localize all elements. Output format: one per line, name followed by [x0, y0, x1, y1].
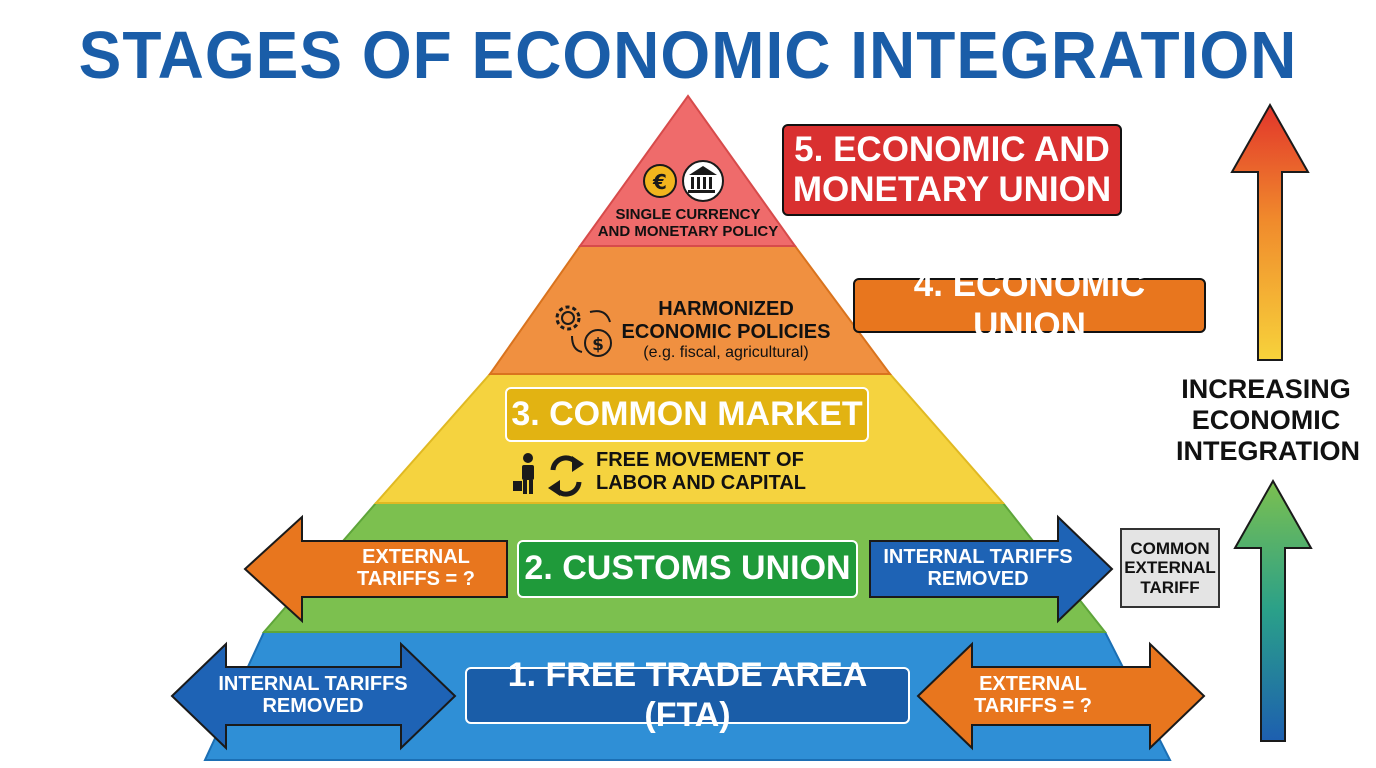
side-label-line2: ECONOMIC [1191, 405, 1341, 436]
right-arrow-internal-tariffs-s2 [869, 514, 1114, 624]
stage-1-right-arrow-line2: TARIFFS = ? [974, 695, 1092, 717]
side-label-line3: INTEGRATION [1176, 436, 1360, 467]
stage-3-desc-line2: LABOR AND CAPITAL [596, 472, 806, 494]
stage-5-desc-line1: SINGLE CURRENCY [615, 206, 761, 223]
common-tariff-line1: COMMON [1130, 538, 1210, 558]
bank-icon [682, 160, 724, 202]
stage-5-label-line1: 5. ECONOMIC AND [794, 129, 1110, 169]
stage-2-right-arrow-line1: INTERNAL TARIFFS [883, 546, 1073, 568]
stage-3-desc-line1: FREE MOVEMENT OF [596, 449, 804, 471]
stage-2-label-text: 2. CUSTOMS UNION [524, 549, 851, 588]
common-tariff-line3: TARIFF [1140, 577, 1200, 597]
stage-4-desc-line1: HARMONIZED [658, 298, 794, 320]
gear-icon [555, 305, 581, 331]
stage-4-desc-line2: ECONOMIC POLICIES [621, 321, 831, 343]
increasing-integration-label: INCREASING ECONOMIC INTEGRATION [1176, 374, 1360, 467]
stage-5-label: 5. ECONOMIC AND MONETARY UNION [782, 124, 1122, 216]
svg-text:€: € [652, 170, 667, 194]
stage-5-label-line2: MONETARY UNION [792, 170, 1112, 209]
side-label-line1: INCREASING [1181, 374, 1351, 404]
stage-2-left-arrow-line2: TARIFFS = ? [357, 568, 475, 590]
up-arrow-lower-gradient [1233, 478, 1313, 742]
stage-2-label: 2. CUSTOMS UNION [517, 540, 858, 598]
common-external-tariff-box: COMMON EXTERNAL TARIFF [1120, 528, 1220, 608]
exchange-arrows-icon [548, 455, 584, 497]
stage-2-right-arrow-text: INTERNAL TARIFFS REMOVED [874, 546, 1082, 590]
page-title: STAGES OF ECONOMIC INTEGRATION [78, 17, 1298, 93]
stage-4-description: HARMONIZED ECONOMIC POLICIES (e.g. fisca… [618, 298, 834, 362]
stage-1-left-arrow-line1: INTERNAL TARIFFS [218, 673, 408, 695]
stage-3-description: FREE MOVEMENT OF LABOR AND CAPITAL [596, 449, 818, 495]
stage-4-desc-line3: (e.g. fiscal, agricultural) [643, 344, 809, 361]
worker-icon [513, 453, 534, 494]
stage-1-right-arrow-line1: EXTERNAL [979, 673, 1087, 695]
stage-1-label: 1. FREE TRADE AREA (FTA) [465, 656, 910, 734]
common-tariff-line2: EXTERNAL [1124, 558, 1216, 578]
euro-coin-icon: € [643, 164, 677, 198]
double-arrow-internal-tariffs-s1 [170, 641, 457, 751]
stage-3-label-text: 3. COMMON MARKET [511, 394, 863, 433]
stage-1-left-arrow-text: INTERNAL TARIFFS REMOVED [200, 673, 426, 717]
stage-1-right-arrow-text: EXTERNAL TARIFFS = ? [958, 673, 1108, 717]
dollar-cycle-icon: $ [571, 310, 612, 357]
stage-4-label-text: 4. ECONOMIC UNION [913, 265, 1146, 345]
stage-4-label: 4. ECONOMIC UNION [853, 265, 1206, 345]
left-arrow-external-tariffs-s2 [243, 514, 508, 624]
stage-2-left-arrow-line1: EXTERNAL [362, 546, 470, 568]
svg-text:$: $ [592, 335, 604, 355]
double-arrow-external-tariffs-s1 [916, 641, 1206, 751]
stage-5-desc-line2: AND MONETARY POLICY [597, 223, 779, 241]
stage-5-description: SINGLE CURRENCY AND MONETARY POLICY [590, 206, 786, 241]
stage-2-right-arrow-line2: REMOVED [927, 568, 1029, 590]
stage-3-label: 3. COMMON MARKET [505, 387, 869, 442]
stage-1-left-arrow-line2: REMOVED [262, 695, 364, 717]
stage-2-left-arrow-text: EXTERNAL TARIFFS = ? [330, 546, 502, 590]
stage-1-label-text: 1. FREE TRADE AREA (FTA) [507, 656, 868, 734]
up-arrow-increasing [1230, 102, 1310, 361]
